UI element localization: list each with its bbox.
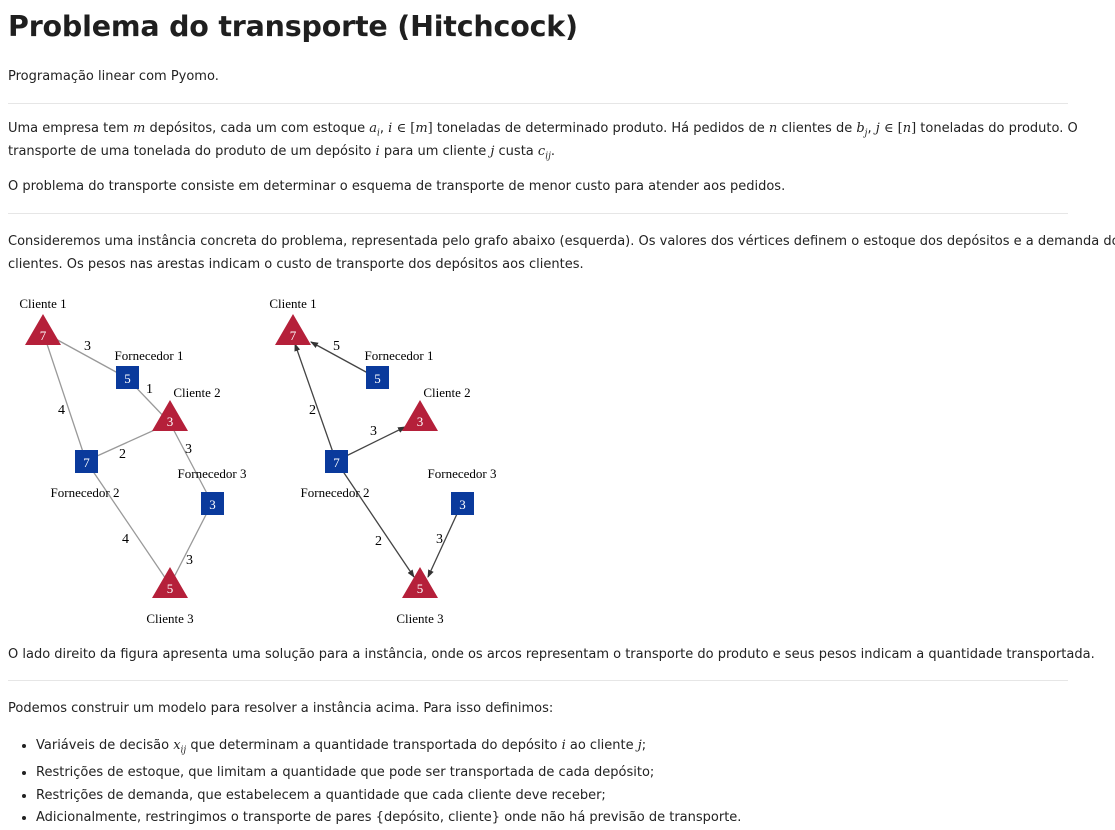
supplier-label: Fornecedor 3 bbox=[178, 466, 247, 481]
supplier-node: 7 Fornecedor 2 bbox=[301, 450, 370, 500]
supplier-node: 7 Fornecedor 2 bbox=[51, 450, 120, 500]
client-label: Cliente 3 bbox=[396, 611, 443, 626]
subtitle: Programação linear com Pyomo. bbox=[8, 69, 219, 84]
intro-paragraph-line-1: Uma empresa tem m depósitos, cada um com… bbox=[8, 121, 1078, 139]
instance-paragraph-line-1: Consideremos uma instância concreta do p… bbox=[8, 234, 1115, 249]
svg-text:5: 5 bbox=[374, 371, 381, 386]
edge-weight: 3 bbox=[84, 339, 91, 354]
supplier-node: 5 Fornecedor 1 bbox=[115, 348, 184, 389]
client-node: 5 Cliente 3 bbox=[396, 567, 444, 626]
client-node: 5 Cliente 3 bbox=[146, 567, 194, 626]
intro-paragraph-line-2: transporte de uma tonelada do produto de… bbox=[8, 144, 555, 162]
edge-weight: 4 bbox=[58, 403, 65, 418]
page-title: Problema do transporte (Hitchcock) bbox=[8, 10, 578, 43]
edge-weight: 3 bbox=[370, 424, 377, 439]
model-definitions-list: Variáveis de decisão xij que determinam … bbox=[8, 735, 741, 830]
model-intro-paragraph: Podemos construir um modelo para resolve… bbox=[8, 701, 554, 716]
divider bbox=[8, 680, 1068, 681]
edge-weight: 2 bbox=[309, 403, 316, 418]
client-node: 3 Cliente 2 bbox=[152, 385, 221, 431]
supplier-label: Fornecedor 3 bbox=[428, 466, 497, 481]
client-node: 3 Cliente 2 bbox=[402, 385, 471, 431]
edge-weight: 5 bbox=[333, 339, 340, 354]
right-graph-solution: 5 2 3 2 3 7 Cliente 1 3 Cliente 2 5 Clie… bbox=[269, 296, 496, 626]
client-label: Cliente 1 bbox=[269, 296, 316, 311]
supplier-node: 5 Fornecedor 1 bbox=[365, 348, 434, 389]
svg-text:7: 7 bbox=[290, 328, 297, 343]
edge-weight: 4 bbox=[122, 532, 129, 547]
client-label: Cliente 2 bbox=[423, 385, 470, 400]
svg-text:5: 5 bbox=[124, 371, 131, 386]
list-item: Adicionalmente, restringimos o transport… bbox=[36, 807, 741, 830]
supplier-label: Fornecedor 1 bbox=[365, 348, 434, 363]
client-node: 7 Cliente 1 bbox=[269, 296, 317, 345]
svg-text:5: 5 bbox=[417, 581, 424, 596]
list-item: Restrições de estoque, que limitam a qua… bbox=[36, 762, 741, 785]
list-item: Variáveis de decisão xij que determinam … bbox=[36, 735, 741, 762]
supplier-label: Fornecedor 2 bbox=[301, 485, 370, 500]
edge-weight: 3 bbox=[436, 532, 443, 547]
solution-paragraph: O lado direito da figura apresenta uma s… bbox=[8, 647, 1095, 662]
divider bbox=[8, 103, 1068, 104]
edge-weight: 3 bbox=[186, 553, 193, 568]
supplier-label: Fornecedor 2 bbox=[51, 485, 120, 500]
client-label: Cliente 1 bbox=[19, 296, 66, 311]
svg-text:7: 7 bbox=[40, 328, 47, 343]
left-graph-instance: 3 1 4 2 3 4 3 7 Cliente 1 3 Cliente 2 5 … bbox=[19, 296, 246, 626]
supplier-node: 3 Fornecedor 3 bbox=[178, 466, 247, 515]
transport-graph-figure: 3 1 4 2 3 4 3 7 Cliente 1 3 Cliente 2 5 … bbox=[19, 296, 496, 626]
svg-text:7: 7 bbox=[333, 455, 340, 470]
divider bbox=[8, 213, 1068, 214]
edge-weight: 2 bbox=[119, 447, 126, 462]
list-item: Restrições de demanda, que estabelecem a… bbox=[36, 785, 741, 808]
svg-text:7: 7 bbox=[83, 455, 90, 470]
svg-text:3: 3 bbox=[167, 414, 174, 429]
edge-weight: 1 bbox=[146, 382, 153, 397]
supplier-label: Fornecedor 1 bbox=[115, 348, 184, 363]
svg-text:5: 5 bbox=[167, 581, 174, 596]
svg-text:3: 3 bbox=[459, 497, 466, 512]
svg-text:3: 3 bbox=[209, 497, 216, 512]
client-node: 7 Cliente 1 bbox=[19, 296, 67, 345]
edge-weight: 2 bbox=[375, 534, 382, 549]
supplier-node: 3 Fornecedor 3 bbox=[428, 466, 497, 515]
client-label: Cliente 2 bbox=[173, 385, 220, 400]
client-label: Cliente 3 bbox=[146, 611, 193, 626]
edge-weight: 3 bbox=[185, 442, 192, 457]
instance-paragraph-line-2: clientes. Os pesos nas arestas indicam o… bbox=[8, 257, 584, 272]
problem-paragraph: O problema do transporte consiste em det… bbox=[8, 179, 786, 194]
svg-text:3: 3 bbox=[417, 414, 424, 429]
